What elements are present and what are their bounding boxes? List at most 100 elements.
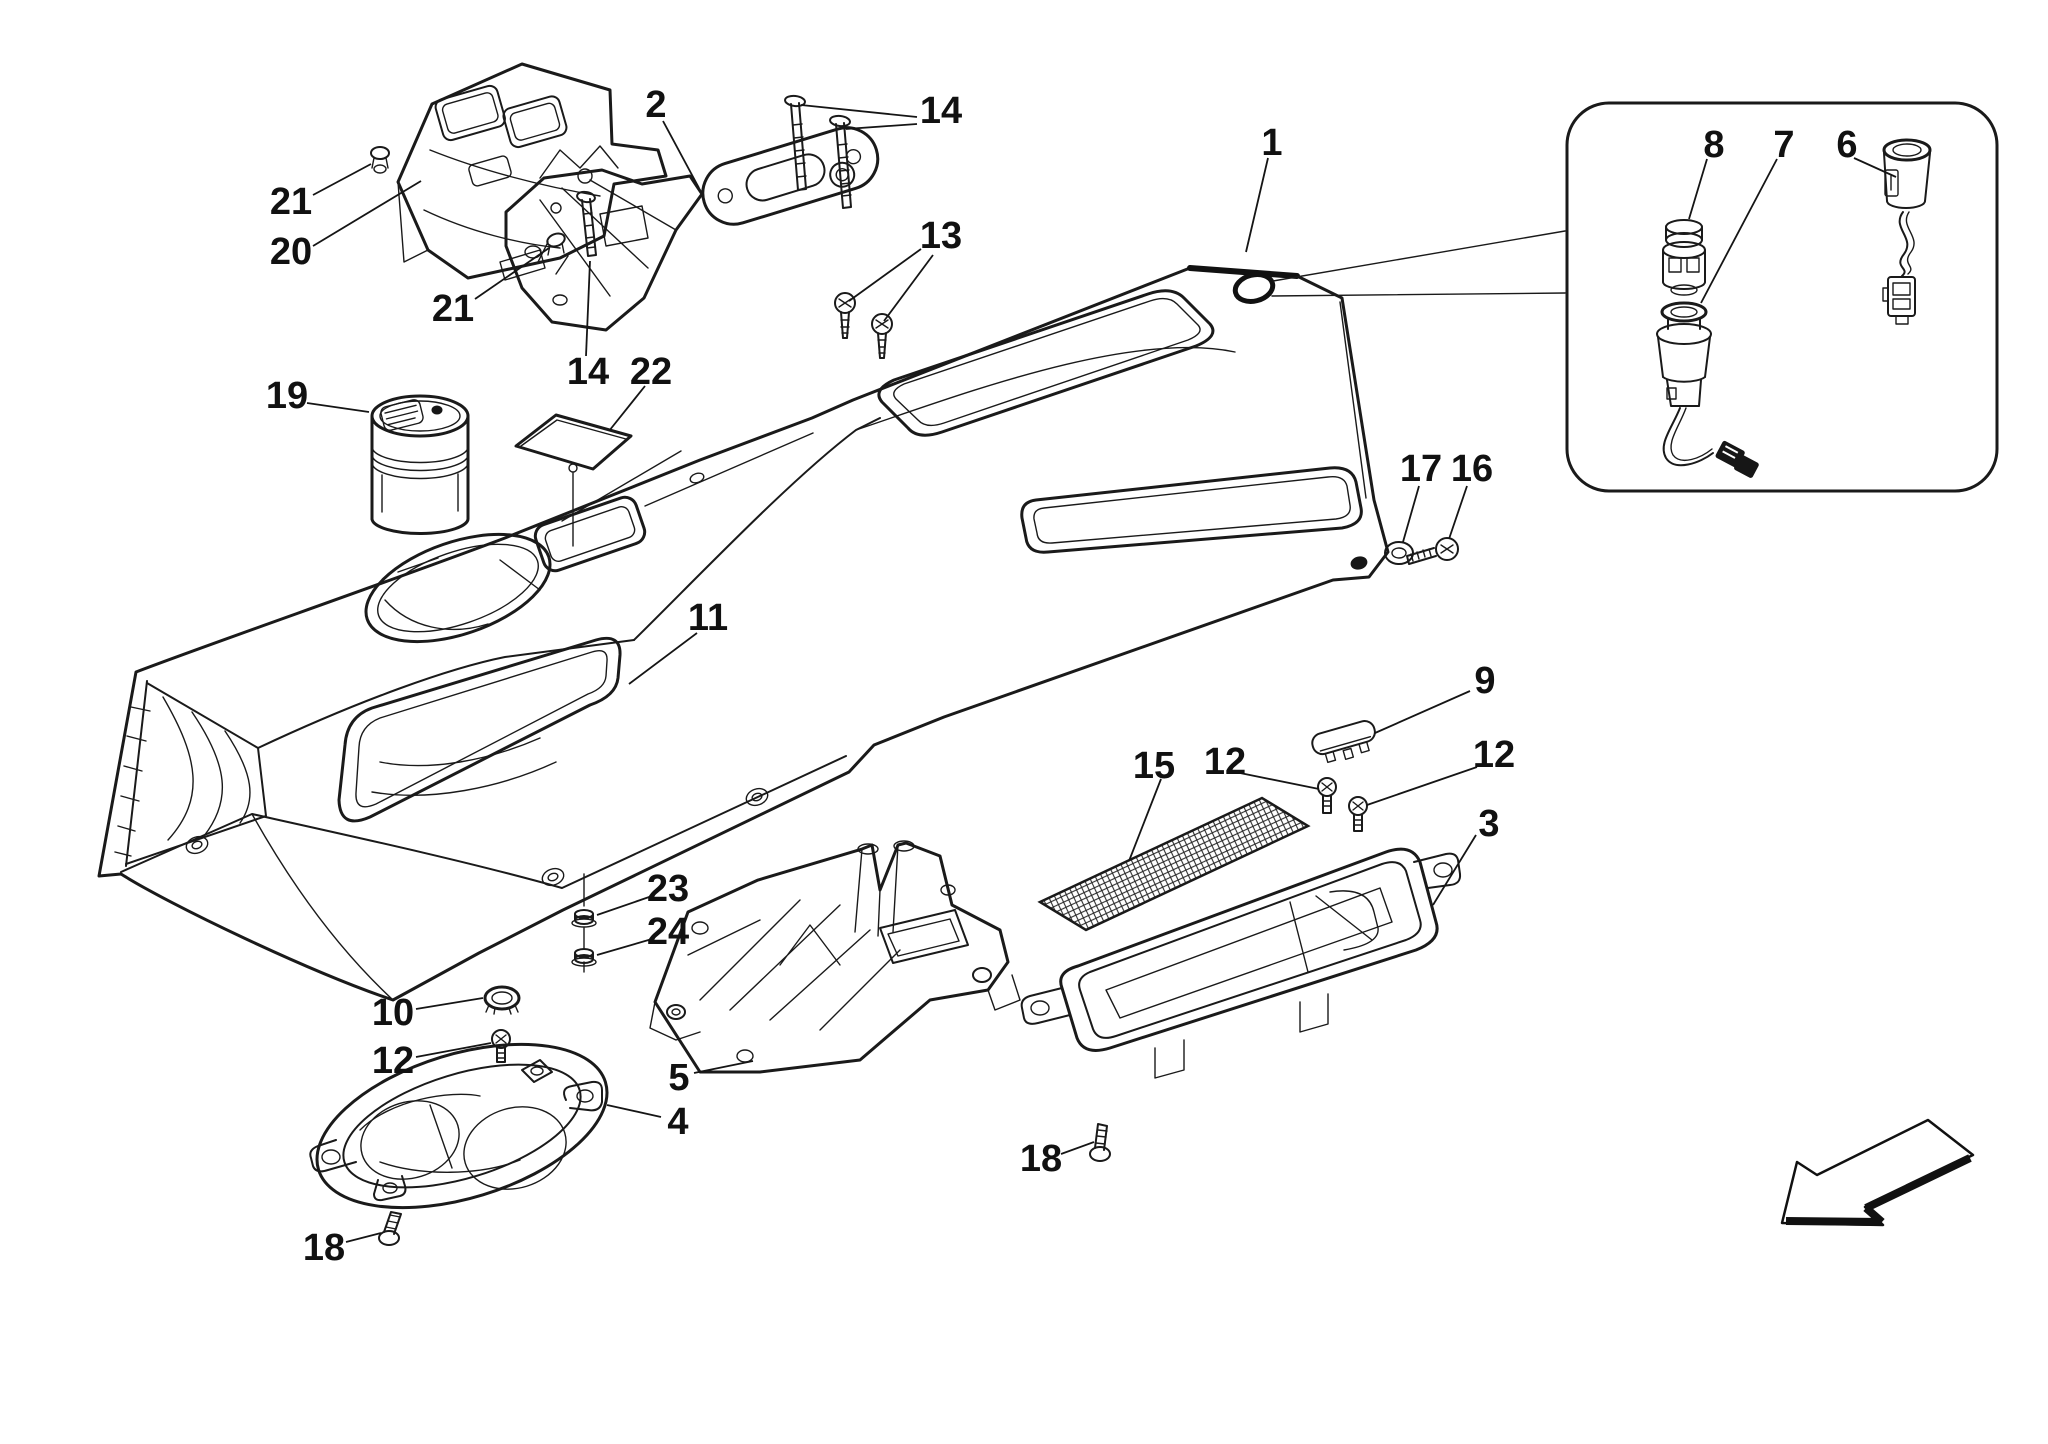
part-number-label: 12 [1473,734,1515,776]
screw-12-b [1348,796,1368,832]
leader-line [596,895,653,916]
rear-tray-assembly [1020,720,1462,1162]
part-number-label: 1 [1261,122,1282,164]
callout-part-5: 5 [668,1057,754,1099]
part-number-label: 24 [647,911,689,953]
leader-line [415,997,484,1010]
lighter-element-8 [1662,219,1706,296]
part-number-label: 21 [270,181,312,223]
part-number-label: 14 [567,351,609,393]
cupholder-opening [364,532,552,644]
callout-part-21: 21 [270,163,372,223]
part-number-label: 18 [303,1227,345,1269]
clip-21-a [370,146,390,174]
cap-9 [1311,720,1376,764]
top-bracket-assembly [370,62,893,359]
leader-line [848,248,922,302]
part-number-label: 16 [1451,448,1493,490]
callout-part-12: 12 [1366,734,1515,806]
callout-part-23: 23 [596,868,689,916]
callout-part-22: 22 [608,351,672,432]
leader-line [1432,834,1477,906]
callout-part-18: 18 [303,1227,382,1269]
callout-part-9: 9 [1374,660,1496,734]
part-number-label: 21 [432,288,474,330]
callout-part-16: 16 [1448,448,1493,540]
part-number-label: 19 [266,375,308,417]
part-number-label: 12 [1204,741,1246,783]
callout-part-10: 10 [372,992,484,1034]
screw-18-b [1089,1123,1111,1162]
screw-18-a [378,1211,402,1246]
screw-16 [1406,537,1459,565]
part-number-label: 6 [1836,124,1857,166]
leader-line [345,1232,382,1243]
callout-part-8: 8 [1688,124,1725,220]
part-number-label: 10 [372,992,414,1034]
washer-17 [1384,541,1414,565]
part-number-label: 2 [645,84,666,126]
socket-6 [1882,138,1932,325]
leader-line [306,402,370,413]
nut-23 [571,909,597,928]
nut-24 [571,948,597,967]
leader-line [628,632,698,685]
tray-3 [1020,847,1462,1079]
part-number-label: 18 [1020,1138,1062,1180]
leader-line [1239,772,1320,790]
callout-part-18: 18 [1020,1138,1095,1180]
part-number-label: 22 [630,351,672,393]
leader-line [662,120,700,189]
leader-line [415,1042,492,1058]
callout-part-12: 12 [1204,741,1320,790]
callout-part-4: 4 [606,1101,689,1143]
screw-14-b [829,114,852,209]
bracket-2 [504,145,704,332]
callout-part-1: 1 [1245,122,1283,253]
leader-line [883,254,934,322]
inset-detail-box [1271,101,1999,493]
leader-line [474,247,550,300]
socket-7 [1656,301,1759,478]
leader-line [800,104,918,118]
callout-part-17: 17 [1400,448,1442,543]
callout-part-13: 13 [848,215,962,322]
leader-line [1700,158,1778,304]
clip-21-b [546,232,566,256]
console-shell [97,265,1390,1002]
ashtray-canister [370,394,470,536]
leader-line [693,1060,754,1074]
rear-storage-opening [877,289,1215,437]
screw-13-b [871,313,893,359]
part-number-label: 12 [372,1040,414,1082]
leader-line [585,260,591,357]
part-number-label: 13 [920,215,962,257]
leader-line [1128,778,1162,862]
screw-14-c [576,190,597,257]
leader-line [1374,690,1471,734]
ashtray-lid [514,413,633,547]
leader-line [1245,157,1269,253]
leader-line [1402,485,1420,543]
callout-part-3: 3 [1432,803,1500,906]
callout-part-7: 7 [1700,124,1795,304]
part-number-label: 14 [920,90,962,132]
mount-plate-2 [701,126,880,226]
switch-hole [1232,272,1276,304]
leader-line [1688,158,1708,220]
part-number-label: 3 [1478,803,1499,845]
part-number-label: 9 [1474,660,1495,702]
leader-line [1366,766,1478,806]
part-number-label: 15 [1133,745,1175,787]
callout-part-14: 14 [567,260,609,393]
part-number-label: 5 [668,1057,689,1099]
leader-line [608,385,646,432]
cupholder-4 [309,1042,609,1210]
callout-part-6: 6 [1836,124,1897,178]
screw-12-a [1317,777,1337,814]
direction-arrow-icon [1780,1118,1975,1227]
part-number-label: 11 [688,597,728,639]
part-number-label: 8 [1703,124,1724,166]
